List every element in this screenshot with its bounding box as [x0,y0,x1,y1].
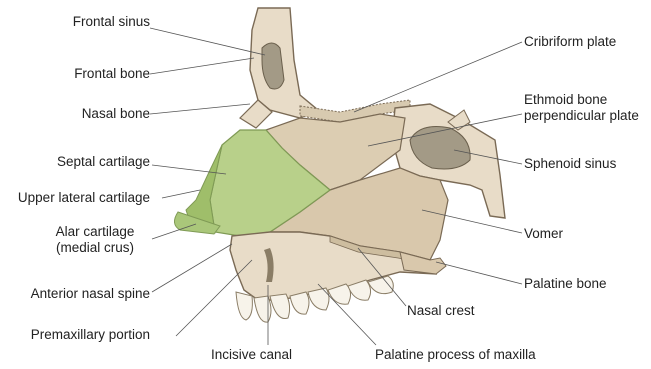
label-frontal-sinus: Frontal sinus [73,14,150,30]
label-alar-cartilage: Alar cartilage (medial crus) [40,224,150,256]
label-ethmoid-line1: Ethmoid bone [524,92,639,108]
tooth [290,292,309,314]
label-incisive-canal: Incisive canal [211,347,292,363]
label-frontal-bone: Frontal bone [74,66,150,82]
tooth [254,296,271,322]
label-ethmoid-line2: perpendicular plate [524,108,639,124]
leader-nasal-bone [150,104,250,114]
leader-cribriform-plate [354,42,522,112]
label-sphenoid-sinus: Sphenoid sinus [524,156,616,172]
label-palatine-bone: Palatine bone [524,276,607,292]
label-cribriform-plate: Cribriform plate [524,34,616,50]
label-palatine-process: Palatine process of maxilla [375,347,536,363]
label-alar-cartilage-line1: Alar cartilage [40,224,150,240]
label-nasal-crest: Nasal crest [407,303,475,319]
label-nasal-bone: Nasal bone [82,106,150,122]
tooth [236,292,252,320]
label-ethmoid: Ethmoid bone perpendicular plate [524,92,639,124]
tooth [308,288,329,310]
leader-anterior-nasal-spine [152,244,232,292]
leader-palatine-bone [436,262,522,284]
label-upper-lateral-cartilage: Upper lateral cartilage [18,190,150,206]
leader-upper-lateral-cartilage [162,190,200,198]
leader-frontal-bone [150,58,254,74]
label-septal-cartilage: Septal cartilage [57,154,150,170]
leader-frontal-sinus [150,28,265,55]
label-premaxillary-portion: Premaxillary portion [31,327,150,343]
label-vomer: Vomer [524,226,563,242]
tooth [270,294,290,319]
label-alar-cartilage-line2: (medial crus) [40,240,150,256]
label-anterior-nasal-spine: Anterior nasal spine [31,286,150,302]
